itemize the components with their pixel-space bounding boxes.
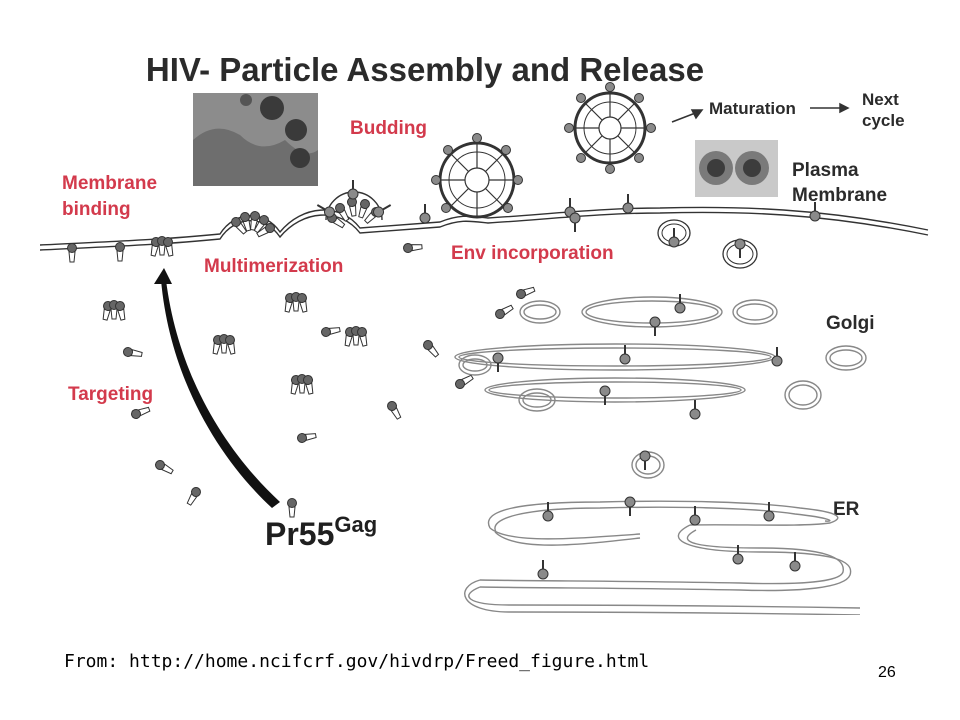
label-maturation: Maturation <box>709 99 796 118</box>
label-budding: Budding <box>350 118 427 139</box>
label-plasma-membrane-2: Membrane <box>792 185 887 206</box>
hiv-assembly-diagram: HIV- Particle Assembly and Release <box>40 51 929 615</box>
multimerization-bud <box>229 210 277 240</box>
label-next-cycle-1: Next <box>862 90 899 109</box>
page-number: 26 <box>878 664 896 681</box>
membrane-vesicles <box>657 219 758 269</box>
plasma-membrane <box>40 206 929 251</box>
source-citation: From: http://home.ncifcrf.gov/hivdrp/Fre… <box>64 651 650 672</box>
label-plasma-membrane-1: Plasma <box>792 160 859 181</box>
released-virion <box>564 82 656 174</box>
label-targeting: Targeting <box>68 384 153 405</box>
electron-micrograph-budding <box>193 93 318 186</box>
label-golgi: Golgi <box>826 313 875 334</box>
golgi-apparatus <box>454 296 867 479</box>
half-bud <box>313 179 395 231</box>
maturation-arrows <box>671 102 850 123</box>
label-env-incorporation: Env incorporation <box>451 243 614 264</box>
label-pr55: Pr55Gag <box>265 512 377 552</box>
targeting-arrow <box>154 268 280 508</box>
endoplasmic-reticulum <box>464 500 861 615</box>
label-multimerization: Multimerization <box>204 256 343 277</box>
diagram-title: HIV- Particle Assembly and Release <box>146 51 704 88</box>
label-er: ER <box>833 499 860 520</box>
budding-virion <box>431 133 523 219</box>
label-membrane-binding-2: binding <box>62 199 131 220</box>
electron-micrograph-mature <box>695 140 778 197</box>
label-next-cycle-2: cycle <box>862 111 905 130</box>
label-membrane-binding-1: Membrane <box>62 173 157 194</box>
